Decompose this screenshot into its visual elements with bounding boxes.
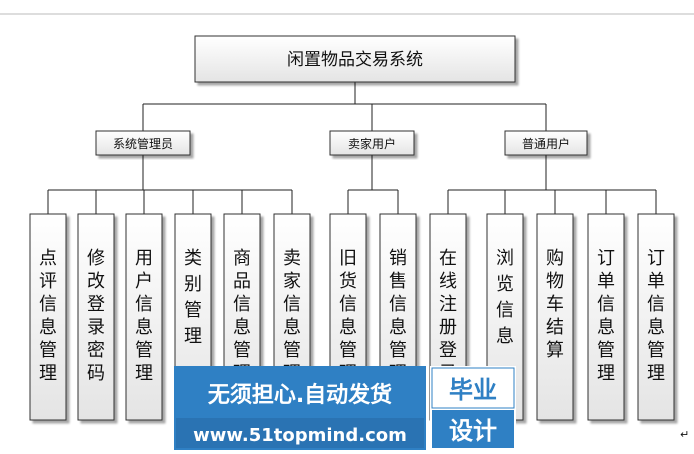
leaf-box: [29, 213, 67, 421]
connector-lines: [47, 82, 657, 214]
leaf-label-char: 息: [135, 317, 153, 338]
leaf-label-char: 点: [39, 248, 57, 269]
leaf-label-char: 息: [597, 317, 615, 338]
leaf-label-char: 订: [647, 248, 665, 269]
leaf-label-char: 别: [184, 274, 202, 295]
leaf-label-char: 理: [647, 363, 665, 384]
leaf-box: [637, 213, 675, 421]
leaf-label-char: 售: [389, 271, 407, 292]
leaf-label-char: 单: [647, 271, 665, 292]
leaf-label-char: 线: [439, 271, 457, 292]
leaf-label-char: 信: [135, 294, 153, 315]
leaf-label-char: 商: [233, 248, 251, 269]
leaf-label-char: 管: [339, 340, 357, 361]
paragraph-mark: ↵: [680, 428, 689, 441]
leaf-label-char: 息: [39, 317, 57, 338]
leaf-label-char: 评: [39, 271, 57, 292]
leaf-label-char: 在: [439, 248, 457, 269]
leaf-label-char: 登: [87, 294, 105, 315]
leaf-label-char: 码: [87, 363, 105, 384]
leaf-label-char: 家: [283, 271, 301, 292]
leaf-label-char: 改: [87, 271, 105, 292]
leaf-label-char: 车: [546, 294, 564, 315]
root-node: 闲置物品交易系统: [194, 35, 516, 83]
leaf-label-char: 订: [597, 248, 615, 269]
watermark-badge-bottom: 设计: [449, 417, 497, 445]
leaf-label-char: 登: [439, 340, 457, 361]
leaf-label-char: 览: [496, 274, 514, 295]
leaf-label-char: 信: [39, 294, 57, 315]
role-label: 普通用户: [522, 136, 570, 151]
leaf-label-char: 信: [496, 300, 514, 321]
leaf-label-char: 理: [184, 326, 202, 347]
root-label: 闲置物品交易系统: [287, 50, 423, 70]
leaf-label-char: 户: [135, 271, 153, 292]
leaf-label-char: 信: [597, 294, 615, 315]
leaf-label-char: 类: [184, 248, 202, 269]
leaf-label-char: 用: [135, 248, 153, 269]
leaf-label-char: 密: [87, 340, 105, 361]
leaf-label-char: 管: [647, 340, 665, 361]
leaf-label-char: 购: [546, 248, 564, 269]
watermark-line1: 无须担心.自动发货: [208, 382, 392, 408]
leaf-label-char: 品: [233, 271, 251, 292]
leaf-label-char: 息: [647, 317, 665, 338]
leaf-label-char: 浏: [496, 248, 514, 269]
leaf-label-char: 管: [184, 300, 202, 321]
leaf-label-char: 修: [87, 248, 105, 269]
leaf-label-char: 信: [233, 294, 251, 315]
role-node-admin: 系统管理员: [95, 130, 191, 156]
leaf-label-char: 息: [283, 317, 301, 338]
role-label: 卖家用户: [348, 136, 396, 151]
leaf-box: [125, 213, 163, 421]
leaf-label-char: 息: [339, 317, 357, 338]
leaf-label-char: 货: [339, 271, 357, 292]
leaf-box: [587, 213, 625, 421]
leaf-label-char: 结: [546, 317, 564, 338]
leaf-label-char: 信: [283, 294, 301, 315]
watermark-badge-top: 毕业: [449, 376, 497, 404]
leaf-label-char: 理: [39, 363, 57, 384]
leaf-label-char: 理: [597, 363, 615, 384]
watermark-badge: 毕业 设计: [430, 366, 516, 450]
watermark-line2: www.51topmind.com: [193, 425, 407, 446]
role-node-seller: 卖家用户: [329, 130, 415, 156]
leaf-box: [536, 213, 574, 421]
leaf-label-char: 销: [389, 248, 407, 269]
leaf-label-char: 管: [39, 340, 57, 361]
role-node-user: 普通用户: [504, 130, 588, 156]
leaf-label-char: 卖: [283, 248, 301, 269]
leaf-label-char: 册: [439, 317, 457, 338]
leaf-label-char: 物: [546, 271, 564, 292]
leaf-label-char: 息: [233, 317, 251, 338]
leaf-label-char: 息: [389, 317, 407, 338]
leaf-label-char: 理: [135, 363, 153, 384]
leaf-label-char: 管: [233, 340, 251, 361]
leaf-label-char: 算: [546, 340, 564, 361]
leaf-label-char: 录: [87, 317, 105, 338]
leaf-label-char: 旧: [339, 248, 357, 269]
leaf-label-char: 单: [597, 271, 615, 292]
leaf-label-char: 息: [496, 326, 514, 347]
leaf-label-char: 管: [597, 340, 615, 361]
watermark-banner: 无须担心.自动发货 www.51topmind.com: [174, 366, 426, 450]
leaf-label-char: 注: [439, 294, 457, 315]
leaf-label-char: 信: [339, 294, 357, 315]
leaf-label-char: 信: [647, 294, 665, 315]
leaf-label-char: 信: [389, 294, 407, 315]
leaf-box: [77, 213, 115, 421]
role-label: 系统管理员: [113, 136, 173, 151]
leaf-label-char: 管: [135, 340, 153, 361]
leaf-label-char: 管: [389, 340, 407, 361]
leaf-label-char: 管: [283, 340, 301, 361]
